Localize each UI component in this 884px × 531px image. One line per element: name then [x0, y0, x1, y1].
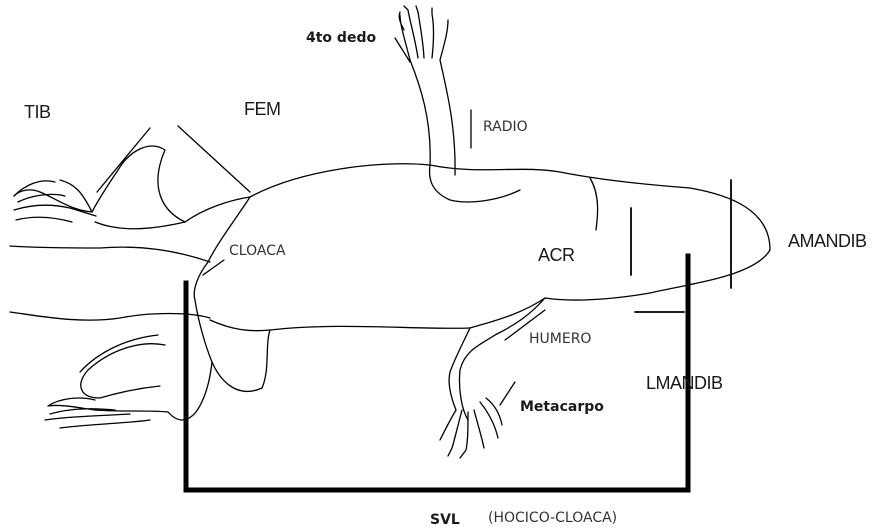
hind-thigh-outline [212, 330, 270, 391]
frog-belly-outline [210, 320, 470, 331]
head-detail [590, 178, 598, 230]
upper-arm-outline [410, 60, 455, 175]
cloaca-outline [194, 197, 250, 362]
label-4to-dedo: 4to dedo [306, 31, 376, 45]
hind-foot-lower [10, 312, 210, 320]
label-metacarpo: Metacarpo [520, 400, 604, 414]
hind-foot-lower-toes [45, 335, 168, 428]
upper-leg-lower [10, 246, 210, 262]
label-svl-description: (HOCICO-CLOACA) [488, 511, 617, 525]
label-acr: ACR [538, 246, 575, 264]
metacarpo-measure-line [500, 382, 515, 405]
upper-leg-middle [95, 222, 185, 229]
label-fem: FEM [244, 100, 281, 118]
tib-measure-line [97, 128, 150, 192]
front-hand-fingers [440, 398, 502, 458]
front-arm-inner [449, 328, 470, 410]
upper-hand-fingers [399, 6, 448, 60]
label-lmandib: LMANDIB [646, 374, 723, 392]
label-humero: HUMERO [529, 332, 591, 346]
label-cloaca: CLOACA [229, 244, 286, 258]
label-svl: SVL [430, 513, 460, 527]
frog-body-outline [250, 164, 770, 328]
hind-thigh-lower [168, 362, 212, 420]
upper-arm-base [430, 165, 520, 202]
label-radio: RADIO [483, 120, 528, 134]
fem-measure-line [178, 126, 250, 192]
cloaca-pointer-line [203, 260, 224, 275]
label-tib: TIB [24, 103, 51, 121]
label-amandib: AMANDIB [788, 232, 867, 250]
hind-foot-toes-upper [14, 180, 96, 222]
upper-leg-outline [14, 146, 250, 222]
